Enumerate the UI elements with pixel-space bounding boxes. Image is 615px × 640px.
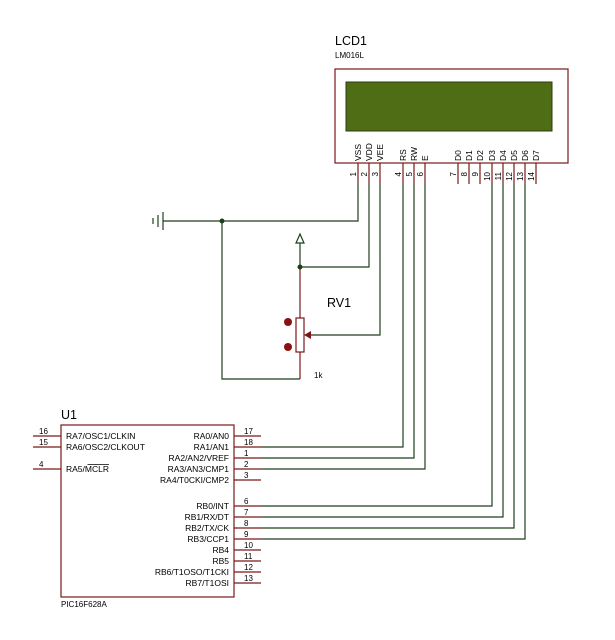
signal-wires	[261, 184, 526, 540]
mcu-part-label: PIC16F628A	[61, 600, 107, 609]
mcu-pin-number: 17	[244, 427, 253, 436]
mcu-pin-label: RB2/TX/CK	[185, 523, 229, 533]
lcd-pins: VSS 1 VDD 2 VEE 3 RS 4 RW 5 E 6 D0 7 D1 8 D2 9 D3 10 D4 11 D5 1…	[349, 143, 541, 184]
lcd-pin-number: 13	[516, 171, 525, 180]
pot-terminal-icon	[284, 318, 292, 326]
mcu-pin-number: 12	[244, 563, 253, 572]
mcu-pin-number: 7	[244, 508, 249, 517]
lcd-ref-label: LCD1	[335, 34, 367, 48]
mcu-pin-number: 15	[39, 438, 48, 447]
lcd-pin-number: 14	[527, 171, 536, 180]
potentiometer-rv1[interactable]: RV1 1k	[284, 267, 351, 380]
mcu-pin-label: RB4	[212, 545, 229, 555]
pot-ref-label: RV1	[327, 296, 351, 310]
mcu-pin-label: RB0/INT	[196, 501, 229, 511]
mcu-left-pins: 16 RA7/OSC1/CLKIN 15 RA6/OSC2/CLKOUT 4 RA5/MC…	[33, 427, 145, 474]
lcd-pin-label: VSS	[353, 144, 363, 161]
mcu-pin-number: 1	[244, 449, 249, 458]
lcd-pin-number: 5	[405, 171, 414, 176]
lcd-pin-label: D2	[475, 150, 485, 161]
mcu-pin-number: 6	[244, 497, 249, 506]
mcu-right-pins: 17 RA0/AN0 18 RA1/AN1 1 RA2/AN2/VREF 2 RA3/AN3/…	[155, 427, 261, 588]
power-symbol	[295, 232, 305, 267]
mcu-pin-number: 4	[39, 460, 44, 469]
lcd-screen	[345, 81, 553, 132]
lcd-pin-number: 7	[449, 171, 458, 176]
mcu-body	[60, 424, 235, 598]
mcu-ref-label: U1	[61, 408, 77, 422]
junction-dot	[219, 218, 225, 224]
lcd-pin-number: 6	[416, 171, 425, 176]
mcu-pin-label: RA4/T0CKI/CMP2	[160, 475, 229, 485]
lcd-pin-number: 3	[371, 171, 380, 176]
lcd-pin-number: 1	[349, 171, 358, 176]
lcd-pin-number: 2	[360, 171, 369, 176]
mcu-pin-number: 3	[244, 471, 249, 480]
lcd-pin-label: D1	[464, 150, 474, 161]
ground-symbol	[152, 212, 222, 230]
mcu-pin-label: RA0/AN0	[194, 431, 230, 441]
lcd-pin-label: RW	[409, 147, 419, 161]
lcd-pin-label: E	[420, 155, 430, 161]
lcd-part-label: LM016L	[335, 51, 364, 60]
mcu-pin-label: RB6/T1OSO/T1CKI	[155, 567, 229, 577]
mcu-pin-number: 18	[244, 438, 253, 447]
junction-dot	[297, 264, 303, 270]
mcu-pin-number: 10	[244, 541, 253, 550]
mcu-pin-number: 13	[244, 574, 253, 583]
mcu-pin-number: 2	[244, 460, 249, 469]
mcu-pin-number: 8	[244, 519, 249, 528]
mcu-pin-label: RB1/RX/DT	[185, 512, 229, 522]
mcu-pin-number: 16	[39, 427, 48, 436]
lcd-pin-label: RS	[398, 149, 408, 161]
mcu-pin-label: RA2/AN2/VREF	[169, 453, 229, 463]
lcd-pin-label: D0	[453, 150, 463, 161]
lcd-component[interactable]: LCD1 LM016L VSS 1 VDD 2 VEE 3 RS 4 RW 5 E 6 D0 7 D1 8 D2…	[334, 34, 569, 184]
pot-wiper-arrow	[304, 331, 311, 339]
mcu-pin-label: RA7/OSC1/CLKIN	[66, 431, 135, 441]
mcu-pin-label: RB7/T1OSI	[186, 578, 229, 588]
mcu-pin-label: RA1/AN1	[194, 442, 230, 452]
mcu-pin-number: 11	[244, 552, 253, 561]
lcd-pin-number: 11	[494, 171, 503, 180]
lcd-pin-number: 10	[483, 171, 492, 180]
lcd-pin-label: D6	[520, 150, 530, 161]
pot-value-label: 1k	[314, 371, 323, 380]
lcd-pin-label: D7	[531, 150, 541, 161]
lcd-pin-label: VDD	[364, 143, 374, 161]
lcd-pin-number: 12	[505, 171, 514, 180]
mcu-pin-number: 9	[244, 530, 249, 539]
lcd-pin-number: 8	[460, 171, 469, 176]
lcd-pin-label: VEE	[375, 144, 385, 161]
lcd-pin-label: D4	[498, 150, 508, 161]
mcu-pin-label: RA6/OSC2/CLKOUT	[66, 442, 145, 452]
mcu-pin-label: RB5	[212, 556, 229, 566]
lcd-pin-number: 9	[471, 171, 480, 176]
pot-body	[295, 317, 305, 353]
pot-terminal-icon	[284, 343, 292, 351]
lcd-pin-number: 4	[394, 171, 403, 176]
lcd-pin-label: D5	[509, 150, 519, 161]
power-wires	[219, 184, 381, 380]
lcd-pin-label: D3	[487, 150, 497, 161]
mcu-pin-label: RA5/MCLR	[66, 464, 109, 474]
mcu-pin-label: RA3/AN3/CMP1	[168, 464, 230, 474]
mcu-pin-label: RB3/CCP1	[187, 534, 229, 544]
